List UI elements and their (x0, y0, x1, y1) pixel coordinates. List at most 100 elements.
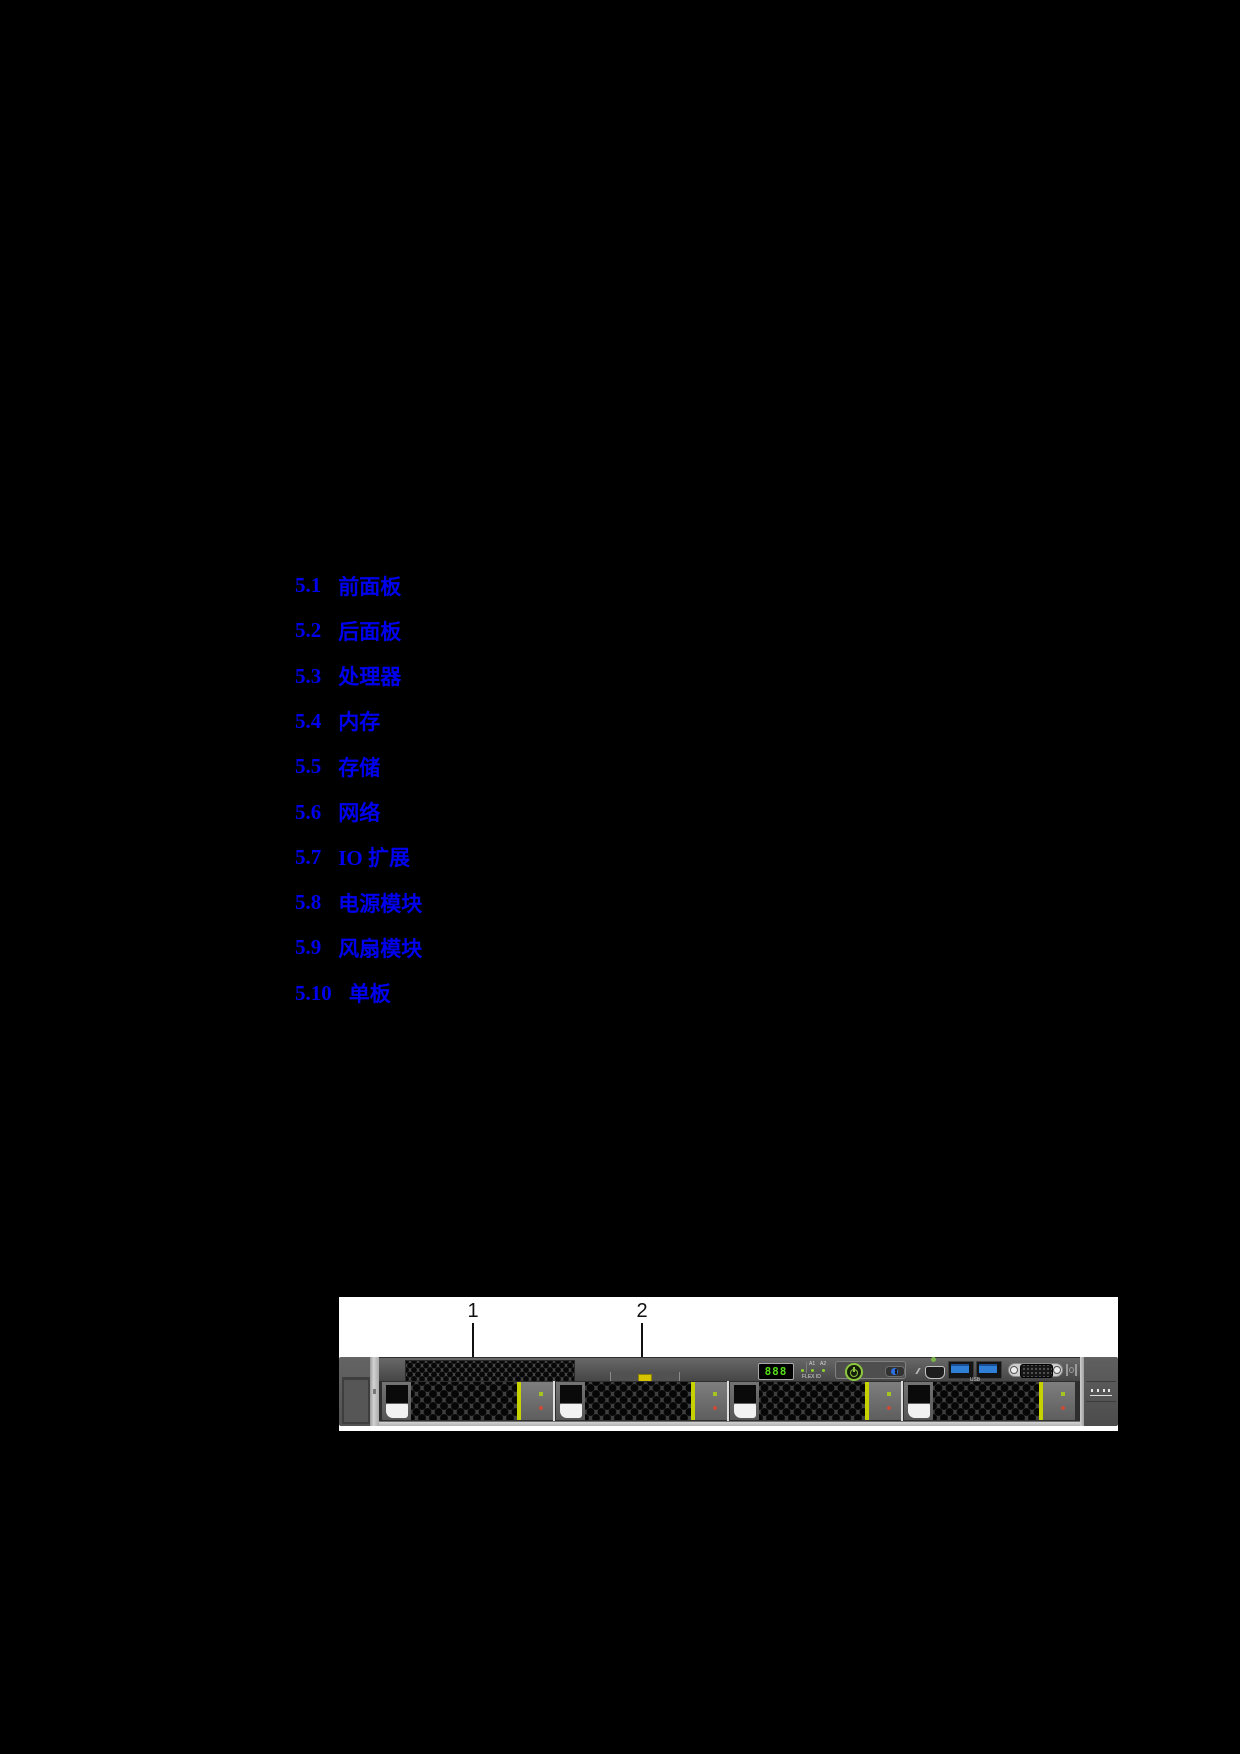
drive-latch (560, 1385, 582, 1403)
toc-link[interactable]: 5.4 内存 (295, 699, 380, 744)
usb-housing (951, 1364, 969, 1366)
vga-screw-right (1053, 1366, 1061, 1374)
toc-label: 网络 (338, 801, 381, 825)
button-panel (835, 1361, 906, 1381)
ear-divider (1086, 1401, 1116, 1402)
power-button-icon (845, 1363, 863, 1381)
usb-tongue (979, 1366, 997, 1373)
toc-label: 电源模块 (338, 891, 423, 916)
toc-number: 5.8 (295, 890, 322, 915)
ear-divider (342, 1377, 370, 1378)
toc-link[interactable]: 5.8 电源模块 (295, 880, 422, 925)
drive-stripe (865, 1382, 869, 1420)
health-led (801, 1369, 804, 1372)
toc-number: 5.9 (295, 935, 322, 960)
drive-grip (386, 1404, 408, 1418)
drive-handle (904, 1382, 933, 1420)
toc-link[interactable]: 5.6 网络 (295, 790, 380, 835)
toc-number: 5.7 (295, 844, 322, 869)
toc-number: 5.3 (295, 663, 322, 688)
drive-latch (734, 1385, 756, 1403)
toc-link[interactable]: 5.2 后面板 (295, 608, 401, 653)
power-bar (853, 1367, 855, 1372)
drive-bay (381, 1381, 553, 1421)
server-front-panel-figure: 1 2 888 A1 A2 FLEX I (339, 1297, 1118, 1431)
drive-fault-led (887, 1406, 891, 1410)
callout-1-label: 1 (467, 1300, 479, 1322)
oval (1069, 1367, 1074, 1373)
ear-hinge-left (370, 1357, 379, 1426)
drive-grip (560, 1404, 582, 1418)
drive-activity-led (887, 1392, 891, 1396)
toc-label: 存储 (338, 755, 381, 780)
toc-link[interactable]: 5.9 风扇模块 (295, 925, 422, 970)
callout-2-label: 2 (636, 1300, 648, 1322)
usb-tongue (951, 1366, 969, 1373)
toc-label: 风扇模块 (338, 936, 423, 961)
drive-handle (556, 1382, 585, 1420)
toc-number: 5.10 (295, 980, 332, 1005)
indicator-label-a2: A2 (820, 1361, 827, 1367)
callout-1-leader-line (472, 1323, 474, 1381)
toc-link[interactable]: 5.5 存储 (295, 744, 380, 789)
toc-label: 处理器 (338, 665, 402, 690)
toc-label: 前面板 (338, 574, 402, 599)
vga-port (1008, 1360, 1063, 1380)
callout-2-leader-line (641, 1323, 643, 1373)
drive-stripe (691, 1382, 695, 1420)
micro-usb-port (925, 1366, 945, 1379)
rack-ear-right (1084, 1357, 1118, 1426)
toc-number: 5.2 (295, 618, 322, 643)
uid-notch (895, 1369, 897, 1374)
drive-grip (734, 1404, 756, 1418)
drive-activity-led (713, 1392, 717, 1396)
ear-label (1090, 1387, 1112, 1396)
toc-link[interactable]: 5.1 前面板 (295, 563, 401, 608)
usb-label: USB (969, 1377, 981, 1383)
toc-link[interactable]: 5.7 IO 扩展 (295, 835, 410, 880)
drive-bay (901, 1381, 1075, 1421)
chassis-bottom-edge (379, 1421, 1080, 1426)
indicator-label-a1: A1 (809, 1361, 816, 1367)
drive-stripe (1039, 1382, 1043, 1420)
drive-activity-led (1061, 1392, 1065, 1396)
drive-grille (411, 1382, 517, 1420)
toc-label: 后面板 (338, 619, 402, 644)
drive-fault-led (713, 1406, 717, 1410)
drive-handle (730, 1382, 759, 1420)
toc-link[interactable]: 5.3 处理器 (295, 654, 401, 699)
micro-port-led (931, 1357, 936, 1362)
chassis-top-band: 888 A1 A2 FLEX ID (379, 1357, 1080, 1383)
drive-latch (386, 1385, 408, 1403)
ear-divider (1086, 1381, 1116, 1382)
drive-activity-led (539, 1392, 543, 1396)
bar (1075, 1364, 1077, 1376)
serial-label-icon (1066, 1364, 1077, 1376)
drive-bay-row (379, 1381, 1080, 1421)
flex-id-label: FLEX ID (802, 1374, 821, 1380)
toc-number: 5.1 (295, 573, 322, 597)
drive-fault-led (539, 1406, 543, 1410)
toc-number: 5.4 (295, 708, 322, 733)
toc-link[interactable]: 5.10 单板 (295, 971, 391, 1016)
toc-number: 5.6 (295, 799, 322, 824)
uid-button-icon (885, 1366, 905, 1377)
bar (1066, 1364, 1068, 1376)
a2-led (822, 1369, 825, 1372)
a1-led (811, 1369, 814, 1372)
vent-grille (405, 1360, 575, 1383)
uid-led (891, 1368, 898, 1375)
rack-ear-left (339, 1357, 370, 1426)
drive-grip (908, 1404, 930, 1418)
toc-label: IO 扩展 (338, 846, 411, 871)
drive-indicator-panel (1043, 1382, 1075, 1420)
hinge-screw (373, 1389, 376, 1394)
drive-bay (727, 1381, 901, 1421)
diagnostic-led-display: 888 (758, 1363, 794, 1380)
toc-number: 5.5 (295, 754, 322, 779)
drive-grille (585, 1382, 691, 1420)
vga-screw-left (1010, 1366, 1018, 1374)
ear-hinge-right (1080, 1357, 1084, 1426)
drive-indicator-panel (695, 1382, 727, 1420)
